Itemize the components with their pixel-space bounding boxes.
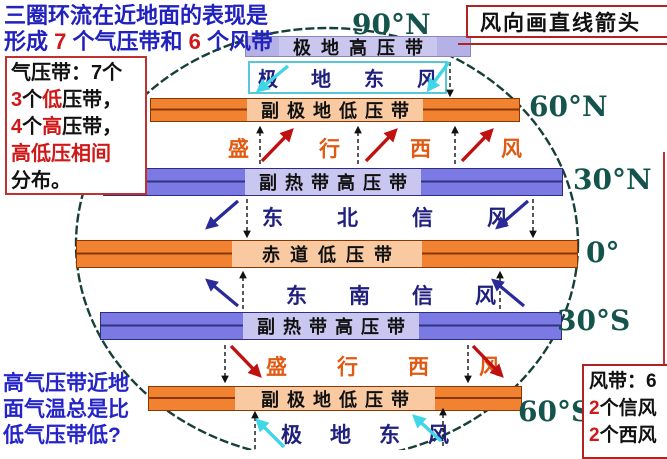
belt-label-area: 副极地低压带 — [247, 99, 423, 121]
wind-box-line-2: 2个信风 — [589, 398, 657, 419]
belt-label: 副极地低压带 — [261, 389, 417, 410]
wind-label-se-trades: 东南信风 — [286, 285, 538, 308]
belt-label: 赤道低压带 — [262, 245, 402, 265]
latitude-label-30n: 30°N — [573, 163, 652, 196]
polar-easterlies-north-box: 极地东风 — [248, 61, 447, 94]
wind-label-ne-trades: 东北信风 — [262, 207, 562, 230]
wind-label-westerlies-south: 盛行西风 — [266, 356, 550, 379]
latitude-label-60s: 60°S — [518, 395, 592, 428]
latitude-label-90n: 90°N — [352, 8, 431, 41]
belt-equatorial-low: 赤道低压带 — [76, 240, 578, 268]
title-line-1: 三圈环流在近地面的表现是 — [4, 3, 269, 28]
question-line-3: 低气压带低? — [3, 424, 121, 447]
question-line-1: 高气压带近地 — [3, 372, 129, 395]
wind-direction-note-text: 风向画直线箭头 — [480, 11, 641, 35]
belt-subpolar-low-south: 副极地低压带 — [148, 386, 522, 411]
pressure-box-line-5: 分布。 — [11, 170, 71, 192]
pressure-belt-summary-box: 气压带：7个 3个低压带， 4个高压带， 高低压相间 分布。 — [5, 56, 147, 195]
pressure-box-line-3: 4个高压带， — [11, 116, 123, 138]
belt-label: 副热带高压带 — [259, 173, 415, 193]
right-edge-line — [663, 152, 665, 364]
wind-belt-summary-box: 风带：6 2个信风 2个西风 — [582, 364, 667, 459]
belt-label: 副热带高压带 — [257, 317, 413, 337]
wind-label-westerlies-north: 盛行西风 — [228, 138, 592, 161]
question-text: 高气压带近地 面气温总是比 低气压带低? — [3, 371, 129, 449]
latitude-label-0: 0° — [586, 236, 620, 269]
pressure-box-line-1: 气压带：7个 — [11, 62, 123, 84]
belt-subtropical-high-south: 副热带高压带 — [100, 312, 562, 340]
title-line-2: 形成 7 个气压带和 6 个风带 — [4, 29, 273, 54]
belt-label-area: 副热带高压带 — [243, 313, 419, 339]
pressure-box-line-4: 高低压相间 — [11, 143, 111, 165]
page-title: 三圈环流在近地面的表现是 形成 7 个气压带和 6 个风带 — [4, 3, 273, 55]
wind-direction-note-box: 风向画直线箭头 — [466, 5, 667, 38]
belt-label-area: 赤道低压带 — [232, 241, 422, 267]
question-line-2: 面气温总是比 — [3, 398, 129, 421]
wind-label-polar-easterlies-south: 极地东风 — [281, 424, 477, 447]
belt-subpolar-low-north: 副极地低压带 — [150, 98, 520, 122]
belt-subtropical-high-north: 副热带高压带 — [103, 168, 563, 196]
latitude-label-60n: 60°N — [529, 90, 608, 123]
wind-box-line-1: 风带：6 — [589, 371, 657, 392]
wind-box-line-3: 2个西风 — [589, 425, 657, 446]
wind-label-polar-easterlies-north: 极地东风 — [258, 69, 470, 91]
note-underline — [458, 43, 667, 45]
belt-label-area: 副热带高压带 — [245, 169, 421, 195]
belt-label: 副极地低压带 — [261, 101, 417, 121]
pressure-box-line-2: 3个低压带， — [11, 89, 123, 111]
belt-label-area: 副极地低压带 — [235, 387, 435, 410]
latitude-label-30s: 30°S — [557, 304, 631, 337]
